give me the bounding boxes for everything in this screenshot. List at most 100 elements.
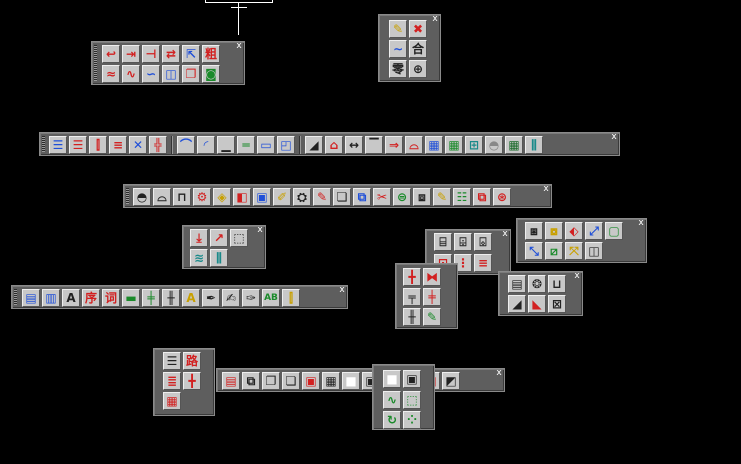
- toolbar-edit-overlay[interactable]: ■ ▣ ∿ ⬚ ↻ ⁘: [372, 364, 435, 430]
- pencil-icon[interactable]: ✎: [389, 20, 407, 38]
- word-icon[interactable]: 词: [102, 289, 120, 307]
- house-icon[interactable]: ⌂: [325, 136, 343, 154]
- cross-red-icon[interactable]: ╋: [183, 372, 201, 390]
- curve-icon[interactable]: ∿: [122, 65, 140, 83]
- order-icon[interactable]: 序: [82, 289, 100, 307]
- line-extend-icon[interactable]: ⇥: [122, 45, 140, 63]
- layer-e-icon[interactable]: ▣: [302, 372, 320, 390]
- tool-g-icon[interactable]: ⧉: [473, 188, 491, 206]
- double-line-red-icon[interactable]: ☰: [69, 136, 87, 154]
- hatch-icon[interactable]: ⬚: [230, 229, 248, 247]
- layer-f-icon[interactable]: ▦: [322, 372, 340, 390]
- dimension-icon[interactable]: ↔: [345, 136, 363, 154]
- close-icon[interactable]: x: [236, 41, 242, 51]
- split-icon[interactable]: ╫: [162, 289, 180, 307]
- line-flat-icon[interactable]: ▔: [365, 136, 383, 154]
- close-icon[interactable]: x: [496, 368, 502, 378]
- wall-lines-icon[interactable]: ≡: [109, 136, 127, 154]
- view-i-icon[interactable]: ◫: [585, 242, 603, 260]
- corner-icon[interactable]: ◰: [277, 136, 295, 154]
- tub-icon[interactable]: ⊔: [548, 275, 566, 293]
- toolbar-grid-tools[interactable]: ╋ ⧓ ╤ ╪ ╫ ✎: [395, 263, 458, 329]
- dome-icon[interactable]: ⌓: [405, 136, 423, 154]
- table-edit-icon[interactable]: ▥: [42, 289, 60, 307]
- wave-line-icon[interactable]: ∼: [389, 40, 407, 58]
- layer-b-icon[interactable]: ⧉: [242, 372, 260, 390]
- thick-icon[interactable]: 粗: [202, 45, 220, 63]
- fixture-icon[interactable]: ⚙: [193, 188, 211, 206]
- view-a-icon[interactable]: ⧆: [525, 222, 543, 240]
- close-icon[interactable]: x: [638, 218, 644, 228]
- grid-dark-icon[interactable]: ▦: [505, 136, 523, 154]
- curve-green-icon[interactable]: ∿: [383, 391, 401, 409]
- stack-icon[interactable]: ≣: [163, 372, 181, 390]
- grid-cut-icon[interactable]: ⧓: [423, 268, 441, 286]
- insert-down-icon[interactable]: ⤓: [190, 229, 208, 247]
- black-square-icon[interactable]: ▣: [403, 370, 421, 388]
- tool-b-icon[interactable]: ✂: [373, 188, 391, 206]
- grid-blue-icon[interactable]: ▦: [425, 136, 443, 154]
- fixture-yellow-icon[interactable]: ◈: [213, 188, 231, 206]
- layer-a-icon[interactable]: ▤: [222, 372, 240, 390]
- slope-icon[interactable]: ◢: [305, 136, 323, 154]
- tool-a-icon[interactable]: ⧉: [353, 188, 371, 206]
- grid-frame-icon[interactable]: ╪: [423, 288, 441, 306]
- arrow-red-icon[interactable]: ⇒: [385, 136, 403, 154]
- tool-h-icon[interactable]: ⊛: [493, 188, 511, 206]
- column-e-icon[interactable]: ⋮: [454, 254, 472, 272]
- column-b-icon[interactable]: ⌹: [454, 233, 472, 251]
- wall-tee-icon[interactable]: ╬: [149, 136, 167, 154]
- toolbar-wall-tools[interactable]: x ☰ ☰ ⫿ ≡ ✕ ╬ ⌒ ◜ ▁ ═ ▭ ◰ ◢ ⌂ ↔ ▔ ⇒ ⌓ ▦ …: [39, 132, 620, 156]
- parallel-lines-icon[interactable]: ═: [237, 136, 255, 154]
- sink-icon[interactable]: ⊓: [173, 188, 191, 206]
- copy-icon[interactable]: ❏: [333, 188, 351, 206]
- line-turn-icon[interactable]: ↩: [102, 45, 120, 63]
- fan-icon[interactable]: ❂: [528, 275, 546, 293]
- fixture-red-icon[interactable]: ◧: [233, 188, 251, 206]
- half-circle-icon[interactable]: ◓: [485, 136, 503, 154]
- dots-green-icon[interactable]: ⁘: [403, 411, 421, 429]
- band-icon[interactable]: ▭: [257, 136, 275, 154]
- stair-grid-icon[interactable]: ▤: [508, 275, 526, 293]
- wall-cross-icon[interactable]: ✕: [129, 136, 147, 154]
- view-g-icon[interactable]: ⧄: [545, 242, 563, 260]
- offset-icon[interactable]: ⇱: [182, 45, 200, 63]
- delete-icon[interactable]: ✖: [409, 20, 427, 38]
- spline-icon[interactable]: ∽: [142, 65, 160, 83]
- column-c-icon[interactable]: ⌺: [474, 233, 492, 251]
- lines-icon[interactable]: ☰: [163, 352, 181, 370]
- insert-arrow-icon[interactable]: ↗: [210, 229, 228, 247]
- square-copy-icon[interactable]: ❐: [182, 65, 200, 83]
- toolbar-layer-tools[interactable]: x ▤ ⧉ ❐ ❏ ▣ ▦ ■ ▣ ✐ ⧉ ▥ ◩: [216, 368, 505, 392]
- tool-f-icon[interactable]: ☷: [453, 188, 471, 206]
- close-icon[interactable]: x: [432, 14, 438, 24]
- box-x-icon[interactable]: ⊠: [548, 295, 566, 313]
- square-circle-icon[interactable]: ◙: [202, 65, 220, 83]
- table-icon[interactable]: ▤: [22, 289, 40, 307]
- toolbar-symbol-tools[interactable]: x ◓ ⌓ ⊓ ⚙ ◈ ◧ ▣ ✐ ⛭ ✎ ❏ ⧉ ✂ ⊜ ⧈ ✎ ☷ ⧉ ⊛: [123, 184, 552, 208]
- arc-right-icon[interactable]: ◜: [197, 136, 215, 154]
- grid-cross-icon[interactable]: ╋: [403, 268, 421, 286]
- tool-d-icon[interactable]: ⧈: [413, 188, 431, 206]
- ramp-red-icon[interactable]: ◣: [528, 295, 546, 313]
- close-icon[interactable]: x: [502, 229, 508, 239]
- hatch-green-icon[interactable]: ⬚: [403, 391, 421, 409]
- toolbar-text-tools[interactable]: x ▤ ▥ A 序 词 ▬ ╪ ╫ A ✒ ✍ ✑ AB ⫿: [11, 285, 348, 309]
- wave-fill-icon[interactable]: ≋: [190, 249, 208, 267]
- close-icon[interactable]: x: [339, 285, 345, 295]
- box-icon[interactable]: ◫: [162, 65, 180, 83]
- close-icon[interactable]: x: [611, 132, 617, 142]
- target-icon[interactable]: ⊕: [409, 60, 427, 78]
- pen-b-icon[interactable]: ✍: [222, 289, 240, 307]
- brush-icon[interactable]: ✐: [273, 188, 291, 206]
- grid-h-icon[interactable]: ╫: [403, 308, 421, 326]
- white-square-icon[interactable]: ■: [342, 372, 360, 390]
- ramp-icon[interactable]: ◢: [508, 295, 526, 313]
- line-trim-icon[interactable]: ⊣: [142, 45, 160, 63]
- grid-green-icon[interactable]: ▦: [445, 136, 463, 154]
- ab-text-icon[interactable]: AB: [262, 289, 280, 307]
- column-f-icon[interactable]: ≡: [474, 254, 492, 272]
- grid-hatch-icon[interactable]: ▦: [163, 392, 181, 410]
- close-icon[interactable]: x: [574, 271, 580, 281]
- toolbar-view-tools[interactable]: x ⧆ ⧇ ⬖ ⤢ ▢ ⤡ ⧄ ⤧ ◫: [516, 218, 647, 263]
